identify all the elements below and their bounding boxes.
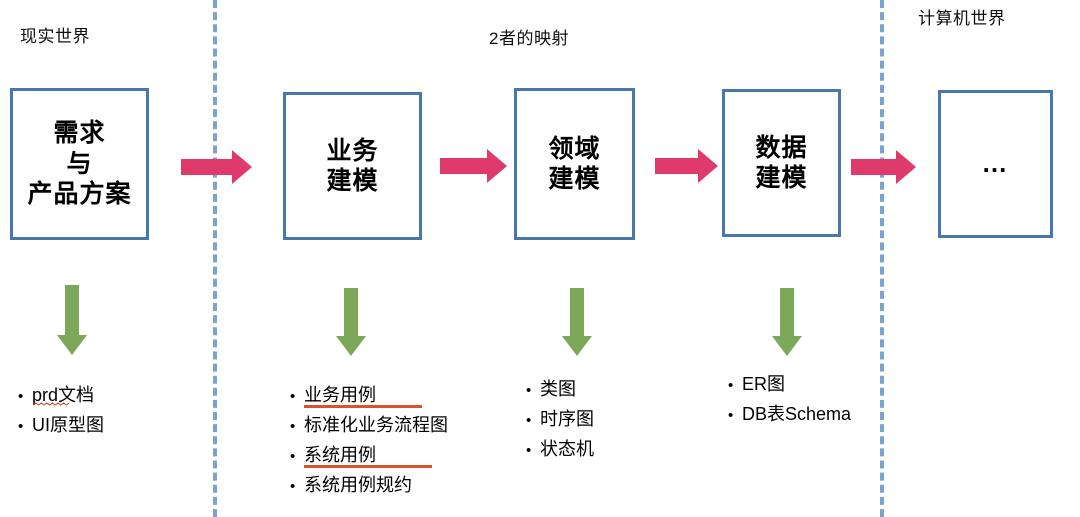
list-item: • 系统用例 <box>290 442 448 470</box>
artifact-label: ER图 <box>742 374 786 394</box>
stage-label-data-modeling: 数据 建模 <box>755 133 808 193</box>
arrow-shaft <box>570 288 584 336</box>
list-item: • 时序图 <box>526 406 594 434</box>
arrow-head <box>487 149 507 183</box>
arrow-domain-to-data <box>655 149 718 183</box>
divider-left <box>213 0 217 517</box>
arrow-requirements-to-business <box>181 150 252 184</box>
zone-label-computer-world: 计算机世界 <box>918 9 1006 28</box>
artifacts-business-modeling: • 业务用例 • 标准化业务流程图 • 系统用例 • 系统用例规约 <box>290 382 448 502</box>
arrow-head <box>896 150 916 184</box>
arrow-shaft <box>440 158 487 174</box>
list-item: • 类图 <box>526 376 594 404</box>
bullet-icon: • <box>290 418 296 435</box>
stage-label-business-modeling: 业务 建模 <box>326 136 379 196</box>
arrow-down-data <box>772 288 802 356</box>
artifact-label: 类图 <box>540 379 576 399</box>
list-item: • UI原型图 <box>18 412 104 440</box>
list-item: • 状态机 <box>526 436 594 464</box>
bullet-icon: • <box>290 478 296 495</box>
arrow-shaft <box>655 158 698 174</box>
bullet-icon: • <box>18 418 24 435</box>
arrow-down-domain <box>562 288 592 356</box>
artifacts-domain-modeling: • 类图 • 时序图 • 状态机 <box>526 376 594 466</box>
stage-label-domain-modeling: 领域 建模 <box>548 134 601 194</box>
arrow-head <box>698 149 718 183</box>
bullet-icon: • <box>728 407 734 424</box>
list-item: • DB表Schema <box>728 401 851 429</box>
bullet-icon: • <box>290 388 296 405</box>
list-item: • 系统用例规约 <box>290 472 448 500</box>
arrow-shaft <box>780 288 794 336</box>
stage-box-domain-modeling[interactable]: 领域 建模 <box>514 88 635 240</box>
bullet-icon: • <box>290 448 296 465</box>
artifact-label: 系统用例规约 <box>304 475 412 495</box>
zone-label-real-world: 现实世界 <box>20 27 90 46</box>
arrow-head <box>232 150 252 184</box>
arrow-shaft <box>851 159 896 175</box>
zone-label-mapping: 2者的映射 <box>489 29 569 48</box>
arrow-shaft <box>344 288 358 336</box>
stage-box-data-modeling[interactable]: 数据 建模 <box>722 89 841 237</box>
stage-label-more: … <box>981 148 1010 179</box>
arrow-down-business <box>336 288 366 356</box>
artifact-label: DB表Schema <box>742 404 852 424</box>
stage-box-requirements[interactable]: 需求 与 产品方案 <box>10 88 149 240</box>
artifact-label: 业务用例 <box>304 382 422 408</box>
bullet-icon: • <box>526 442 532 459</box>
divider-right <box>880 0 884 517</box>
bullet-icon: • <box>18 388 24 405</box>
artifact-label: 系统用例 <box>304 442 432 468</box>
arrow-data-to-more <box>851 150 916 184</box>
artifact-label: 状态机 <box>540 439 594 459</box>
list-item: • 标准化业务流程图 <box>290 412 448 440</box>
arrow-business-to-domain <box>440 149 507 183</box>
artifact-label: 标准化业务流程图 <box>304 415 448 435</box>
arrow-head <box>57 335 87 355</box>
stage-label-requirements: 需求 与 产品方案 <box>27 119 132 209</box>
arrow-shaft <box>65 285 79 335</box>
bullet-icon: • <box>526 412 532 429</box>
spellcheck-squiggle-icon <box>33 402 70 406</box>
arrow-head <box>772 336 802 356</box>
arrow-shaft <box>181 159 232 175</box>
artifact-label: 时序图 <box>540 409 594 429</box>
bullet-icon: • <box>526 382 532 399</box>
arrow-down-requirements <box>57 285 87 355</box>
artifact-label: UI原型图 <box>32 415 104 435</box>
list-item: • prd文档 <box>18 382 104 410</box>
stage-box-more[interactable]: … <box>938 90 1053 238</box>
artifacts-data-modeling: • ER图 • DB表Schema <box>728 371 851 431</box>
list-item: • 业务用例 <box>290 382 448 410</box>
artifact-label: prd文档 <box>32 385 95 406</box>
arrow-head <box>562 336 592 356</box>
list-item: • ER图 <box>728 371 851 399</box>
arrow-head <box>336 336 366 356</box>
stage-box-business-modeling[interactable]: 业务 建模 <box>283 92 422 240</box>
artifacts-requirements: • prd文档 • UI原型图 <box>18 382 104 442</box>
bullet-icon: • <box>728 377 734 394</box>
